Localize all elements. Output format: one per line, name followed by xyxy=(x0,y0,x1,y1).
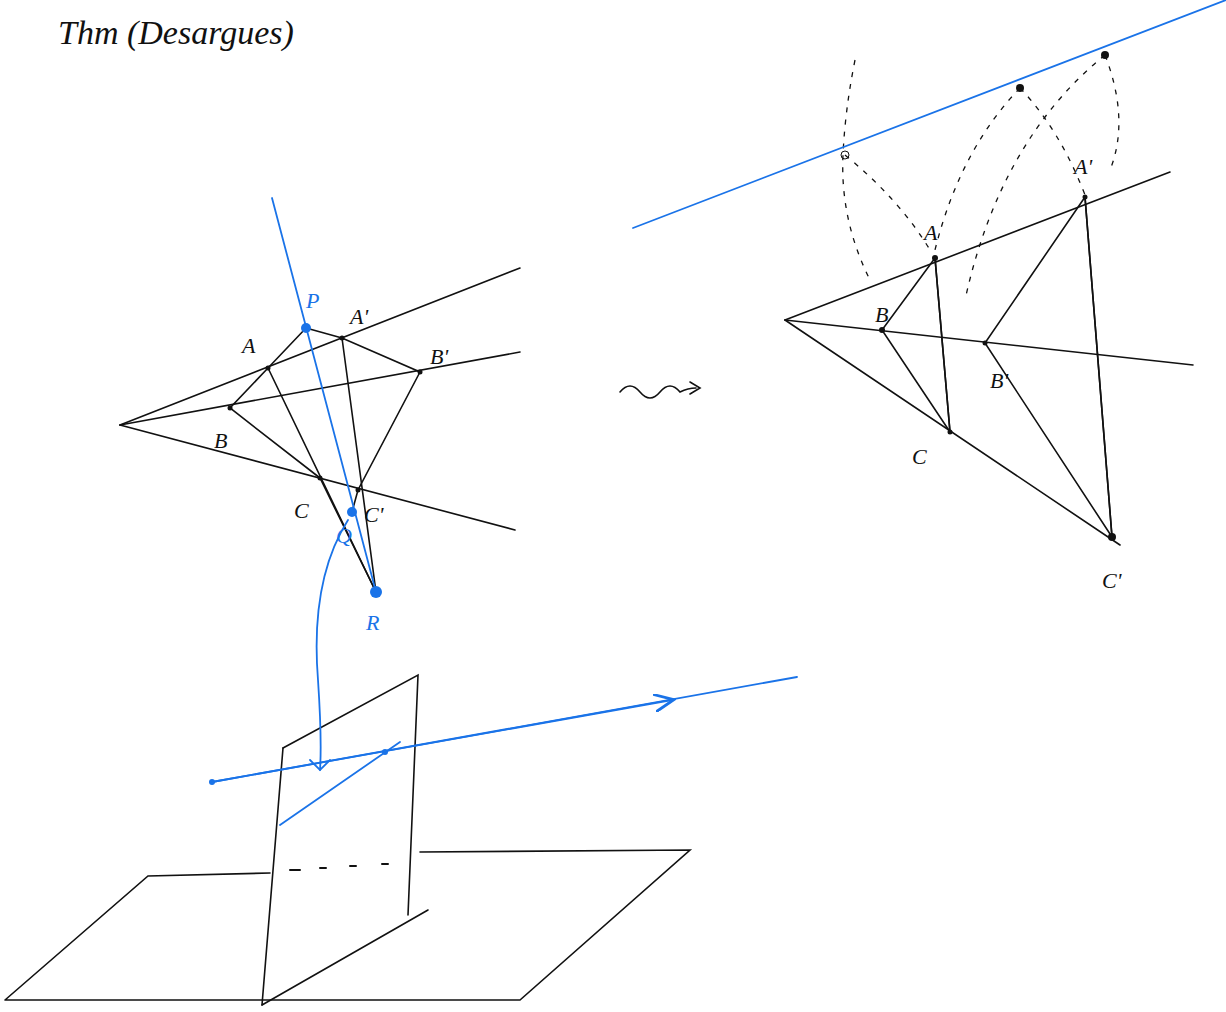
theorem-title: Thm (Desargues) xyxy=(58,16,294,50)
point-label: A' xyxy=(1074,156,1092,178)
point-label: P xyxy=(306,290,319,312)
point-label: A xyxy=(242,335,255,357)
point-label: B' xyxy=(430,346,448,368)
point-label: B xyxy=(214,430,227,452)
point-label: Q xyxy=(336,525,352,547)
point-label: C xyxy=(912,446,927,468)
point-label: C' xyxy=(1102,570,1121,592)
point-label: A' xyxy=(350,306,368,328)
point-label: B xyxy=(875,304,888,326)
point-label: C' xyxy=(364,504,383,526)
point-label: B' xyxy=(990,370,1008,392)
point-label: R xyxy=(366,612,379,634)
point-label: A xyxy=(924,222,937,244)
point-label: C xyxy=(294,500,309,522)
